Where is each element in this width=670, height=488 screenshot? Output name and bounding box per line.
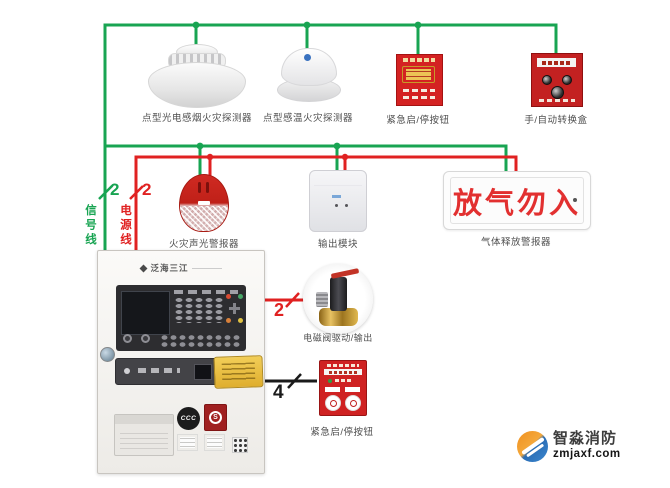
panel-keypad bbox=[174, 297, 224, 323]
valve-body bbox=[330, 277, 347, 311]
power-line-label: 电源线 bbox=[119, 204, 131, 248]
button-header-text bbox=[403, 58, 435, 62]
dpad-arrows bbox=[229, 303, 240, 314]
button-count-slash bbox=[287, 373, 302, 389]
module-brand-tag bbox=[332, 195, 341, 198]
signal-line-label: 信号线 bbox=[84, 204, 96, 248]
smoke-detector-base bbox=[148, 62, 246, 108]
fire-sounder-strobe bbox=[178, 173, 229, 232]
manual-auto-switch-box bbox=[531, 53, 583, 107]
signal-count-slash bbox=[98, 185, 113, 200]
switch-box-nameplate bbox=[537, 58, 576, 67]
key-switch bbox=[141, 334, 150, 343]
button-caption-row bbox=[403, 89, 435, 92]
watermark-brand: 智淼消防 bbox=[553, 430, 618, 447]
yellow-button bbox=[238, 318, 243, 323]
mini-label bbox=[325, 387, 340, 392]
panel-brand-text: 泛海三江 bbox=[150, 263, 189, 273]
switch-knob-main bbox=[551, 86, 564, 99]
output-module-label: 输出模块 bbox=[317, 239, 358, 250]
power-bus bbox=[134, 155, 518, 252]
zhimiao-logo-icon bbox=[517, 431, 548, 462]
button-yellow-plate bbox=[402, 66, 435, 83]
smoke-detector bbox=[148, 44, 246, 108]
solenoid-output-label: 电磁阀驱动/输出 bbox=[303, 333, 373, 343]
panel-brand: 泛海三江 bbox=[98, 262, 264, 274]
sign-indicator-dot bbox=[573, 198, 577, 202]
green-button bbox=[238, 294, 243, 299]
fire-control-panel: 泛海三江 CCC S bbox=[97, 250, 265, 474]
sign-panel: 放气勿入 bbox=[450, 177, 584, 224]
strip-labels bbox=[138, 368, 180, 373]
ccc-certification-mark: CCC bbox=[177, 407, 200, 430]
panel-control-head bbox=[116, 285, 246, 351]
valve-fitting bbox=[316, 292, 328, 307]
sign-text: 放气勿入 bbox=[452, 185, 581, 220]
emergency-button-bottom-label: 紧急启/停按钮 bbox=[310, 427, 374, 438]
button-wire-count: 4 bbox=[273, 382, 284, 403]
smoke-detector-label: 点型光电感烟火灾探测器 bbox=[141, 113, 252, 124]
orange-button bbox=[226, 318, 231, 323]
strip-display bbox=[194, 364, 212, 380]
sounder-body bbox=[179, 174, 229, 232]
signal-bus-mid bbox=[105, 144, 508, 173]
led-caption bbox=[335, 379, 353, 382]
watermark: 智淼消防 zmjaxf.com bbox=[517, 430, 621, 462]
qr-sticker bbox=[232, 437, 248, 453]
yellow-cover-flap bbox=[213, 355, 264, 389]
heat-detector-led bbox=[304, 54, 311, 61]
gas-release-alarm-label: 气体释放警报器 bbox=[480, 237, 551, 248]
cabinet-lock bbox=[100, 347, 115, 362]
button-header-text bbox=[327, 364, 359, 367]
s-certification-mark: S bbox=[204, 404, 227, 431]
heat-detector bbox=[277, 48, 341, 104]
indicator-lights bbox=[160, 334, 242, 347]
button-caption-row bbox=[403, 96, 435, 99]
brand-diamond-icon bbox=[140, 264, 148, 272]
key-switch bbox=[123, 334, 132, 343]
output-module bbox=[309, 170, 367, 232]
panel-function-buttons bbox=[226, 294, 243, 324]
sounder-strobe-lens bbox=[180, 206, 228, 231]
spec-label bbox=[204, 434, 225, 451]
power-count-slash bbox=[129, 185, 144, 200]
mini-label bbox=[345, 387, 360, 392]
solenoid-valve bbox=[303, 264, 373, 334]
valve-brass-base bbox=[319, 308, 358, 326]
manual-auto-box-label: 手/自动转换盒 bbox=[524, 115, 588, 126]
emergency-start-stop-button-top bbox=[396, 54, 443, 106]
strip-button bbox=[124, 368, 130, 374]
red-button bbox=[226, 294, 231, 299]
sounder-fire-text bbox=[198, 201, 210, 205]
heat-detector-label: 点型感温火灾探测器 bbox=[262, 113, 353, 124]
signal-wire-count: 2 bbox=[110, 180, 120, 199]
emergency-start-stop-button-bottom bbox=[319, 360, 367, 416]
power-led bbox=[328, 379, 332, 383]
panel-menu-labels bbox=[174, 290, 238, 294]
valve-wire-count: 2 bbox=[274, 300, 285, 320]
stop-button bbox=[345, 395, 361, 411]
panel-lcd-screen bbox=[121, 291, 170, 335]
sounder-label: 火灾声光警报器 bbox=[168, 239, 239, 250]
button-nameplate bbox=[324, 369, 362, 375]
signal-bus-top bbox=[103, 23, 558, 252]
document-pouch bbox=[114, 414, 174, 456]
spec-label bbox=[177, 434, 198, 451]
power-wire-count: 2 bbox=[142, 180, 152, 199]
switch-box-caption bbox=[539, 99, 575, 102]
switch-knob bbox=[542, 75, 552, 85]
switch-knob bbox=[562, 75, 572, 85]
watermark-site: zmjaxf.com bbox=[553, 447, 621, 460]
start-button bbox=[325, 395, 341, 411]
gas-release-warning-sign: 放气勿入 bbox=[443, 171, 591, 230]
emergency-button-top-label: 紧急启/停按钮 bbox=[386, 115, 450, 126]
valve-count-slash bbox=[285, 292, 300, 308]
